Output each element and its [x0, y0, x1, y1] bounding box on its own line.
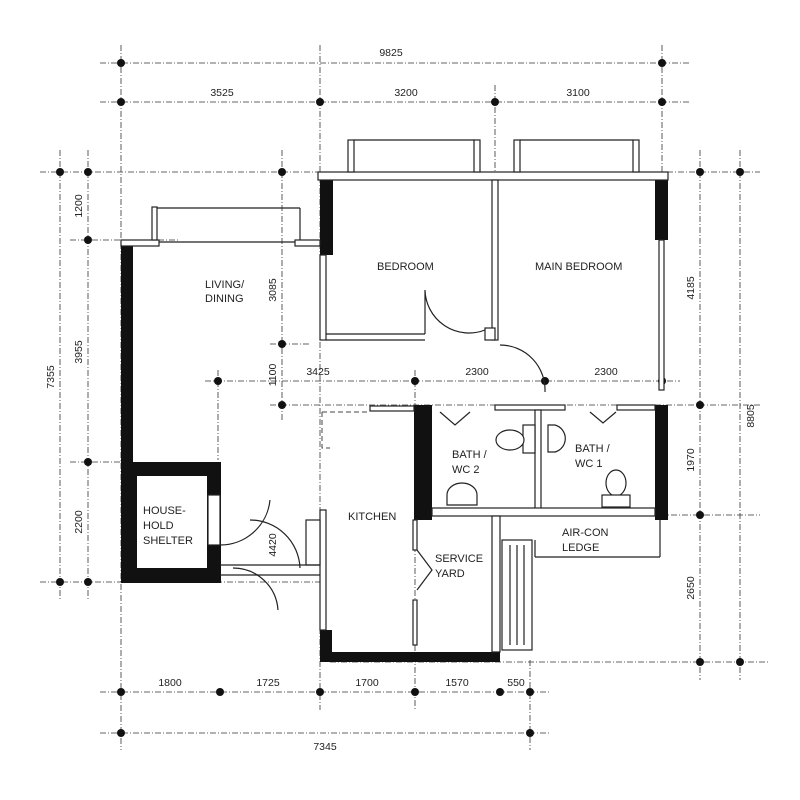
dim-right: 4185 [685, 276, 697, 300]
dim-left: 3955 [73, 340, 85, 364]
room-label-shelter: SHELTER [143, 535, 193, 547]
dim-inner: 3085 [267, 278, 279, 302]
sink-icon-wc1 [547, 424, 566, 453]
room-label-aircon: AIR-CON [562, 527, 609, 539]
dim-middle: 2300 [465, 366, 489, 378]
room-label-living: DINING [205, 293, 244, 305]
dim-middle: 2300 [594, 366, 618, 378]
room-label-bath1: WC 1 [575, 458, 603, 470]
room-labels: LIVING/ DINING BEDROOM MAIN BEDROOM HOUS… [143, 261, 622, 580]
dim-bottom: 1570 [445, 677, 469, 689]
dim-left-total: 7355 [45, 365, 57, 389]
bedroom-door [424, 289, 486, 334]
doors [219, 289, 617, 611]
room-label-bath2: BATH / [452, 449, 488, 461]
dim-bottom: 1700 [355, 677, 379, 689]
dim-top-total: 9825 [379, 47, 403, 59]
toilet-icon-wc1 [601, 469, 631, 508]
dim-middle: 3425 [306, 366, 330, 378]
dim-right: 2650 [685, 576, 697, 600]
sink-icon-wc2 [446, 482, 478, 506]
room-label-bath1: BATH / [575, 443, 611, 455]
dim-top: 3525 [210, 87, 234, 99]
yard-door [416, 549, 433, 591]
room-label-service-yard: SERVICE [435, 553, 483, 565]
shelter-door [219, 499, 271, 546]
dimension-lines [40, 45, 770, 750]
dim-left: 2200 [73, 510, 85, 534]
room-label-living: LIVING/ [205, 279, 245, 291]
dim-inner: 1100 [267, 364, 279, 387]
room-label-shelter: HOUSE- [143, 505, 186, 517]
dim-bottom: 1800 [158, 677, 182, 689]
dim-top: 3200 [394, 87, 418, 99]
room-label-kitchen: KITCHEN [348, 511, 396, 523]
toilet-icon-wc2 [495, 424, 536, 454]
dim-bottom-total: 7345 [313, 741, 337, 753]
room-label-bath2: WC 2 [452, 464, 480, 476]
room-label-aircon: LEDGE [562, 542, 599, 554]
room-label-service-yard: YARD [435, 568, 465, 580]
dim-left: 1200 [73, 194, 85, 218]
main-bedroom-door [499, 344, 546, 393]
dimension-dots [56, 59, 744, 737]
dim-right-total: 8805 [745, 404, 757, 428]
dim-top: 3100 [566, 87, 590, 99]
dimension-labels: 9825 3525 3200 3100 7355 1200 3955 2200 … [45, 47, 757, 753]
walls [120, 139, 669, 662]
room-label-shelter: HOLD [143, 520, 174, 532]
dim-bottom: 1725 [256, 677, 280, 689]
dim-bottom: 550 [507, 677, 525, 689]
fixtures [446, 424, 631, 508]
dim-inner: 4420 [267, 533, 279, 557]
room-label-main-bedroom: MAIN BEDROOM [535, 261, 622, 273]
room-label-bedroom: BEDROOM [377, 261, 434, 273]
dim-right: 1970 [685, 448, 697, 472]
